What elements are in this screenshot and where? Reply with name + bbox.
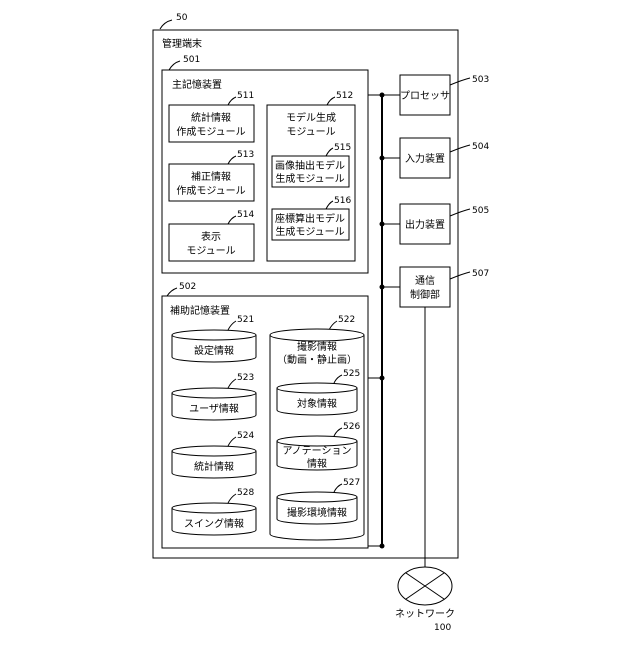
module-511-line1: 統計情報: [191, 111, 231, 124]
bus-junction-comm: [380, 285, 385, 290]
bus-junction-main: [380, 93, 385, 98]
input-device-ref: 504: [472, 142, 489, 152]
terminal-title: 管理端末: [162, 37, 202, 50]
comm-control-line2: 制御部: [410, 288, 440, 301]
output-device-ref: 505: [472, 206, 489, 216]
aux-storage-ref: 502: [179, 282, 196, 292]
db-522-line2: （動画・静止画）: [277, 353, 357, 366]
db-522-line1: 撮影情報: [297, 340, 337, 353]
module-513-line1: 補正情報: [191, 170, 231, 183]
module-514-line2: モジュール: [186, 246, 235, 257]
aux-storage-title: 補助記憶装置: [170, 304, 230, 317]
processor-label: プロセッサ: [400, 90, 450, 102]
module-515-ref: 515: [334, 143, 351, 153]
module-512-ref: 512: [336, 91, 353, 101]
module-515-line2: 生成モジュール: [275, 172, 344, 185]
processor-ref: 503: [472, 75, 489, 85]
db-523-label: ユーザ情報: [189, 402, 239, 415]
db-523-ref: 523: [237, 373, 254, 383]
output-device-label: 出力装置: [405, 218, 445, 231]
module-513-line2: 作成モジュール: [176, 185, 245, 197]
module-512-line2: モジュール: [286, 127, 335, 138]
module-512-line1: モデル生成: [286, 111, 336, 124]
comm-control-box: [400, 267, 450, 307]
db-524-label: 統計情報: [194, 460, 234, 473]
module-513-ref: 513: [237, 150, 254, 160]
db-524-ref: 524: [237, 431, 254, 441]
db-522-ref: 522: [338, 315, 355, 325]
db-526-line2: 情報: [307, 457, 327, 470]
module-511-line2: 作成モジュール: [176, 126, 245, 138]
db-521-ref: 521: [237, 315, 254, 325]
terminal-ref: 50: [176, 13, 188, 23]
db-528-ref: 528: [237, 488, 254, 498]
network-ref: 100: [434, 623, 451, 633]
main-storage-ref: 501: [183, 55, 200, 65]
db-521-label: 設定情報: [194, 344, 234, 357]
db-526-line1: アノテーション: [283, 446, 352, 457]
module-516-line2: 生成モジュール: [275, 225, 344, 238]
db-528-label: スイング情報: [184, 517, 244, 530]
terminal-leader: [160, 20, 172, 29]
db-527-ref: 527: [343, 478, 360, 488]
input-device-label: 入力装置: [405, 152, 445, 165]
bus-junction-aux: [380, 376, 385, 381]
db-527-label: 撮影環境情報: [287, 506, 347, 519]
bus-junction-input: [380, 156, 385, 161]
network-icon: [398, 567, 452, 605]
db-525-ref: 525: [343, 369, 360, 379]
bus-junction-output: [380, 222, 385, 227]
module-516-ref: 516: [334, 196, 351, 206]
db-525-label: 対象情報: [297, 397, 337, 410]
bus-junction-bottom: [380, 544, 385, 549]
module-515-line1: 画像抽出モデル: [275, 159, 345, 172]
module-516-line1: 座標算出モデル: [275, 212, 345, 225]
comm-control-line1: 通信: [415, 275, 435, 287]
network-label: ネットワーク: [395, 608, 455, 620]
module-514-line1: 表示: [201, 230, 221, 243]
main-storage-title: 主記憶装置: [172, 78, 222, 91]
module-511-ref: 511: [237, 91, 254, 101]
module-514-ref: 514: [237, 210, 254, 220]
comm-control-ref: 507: [472, 269, 489, 279]
db-526-ref: 526: [343, 422, 360, 432]
